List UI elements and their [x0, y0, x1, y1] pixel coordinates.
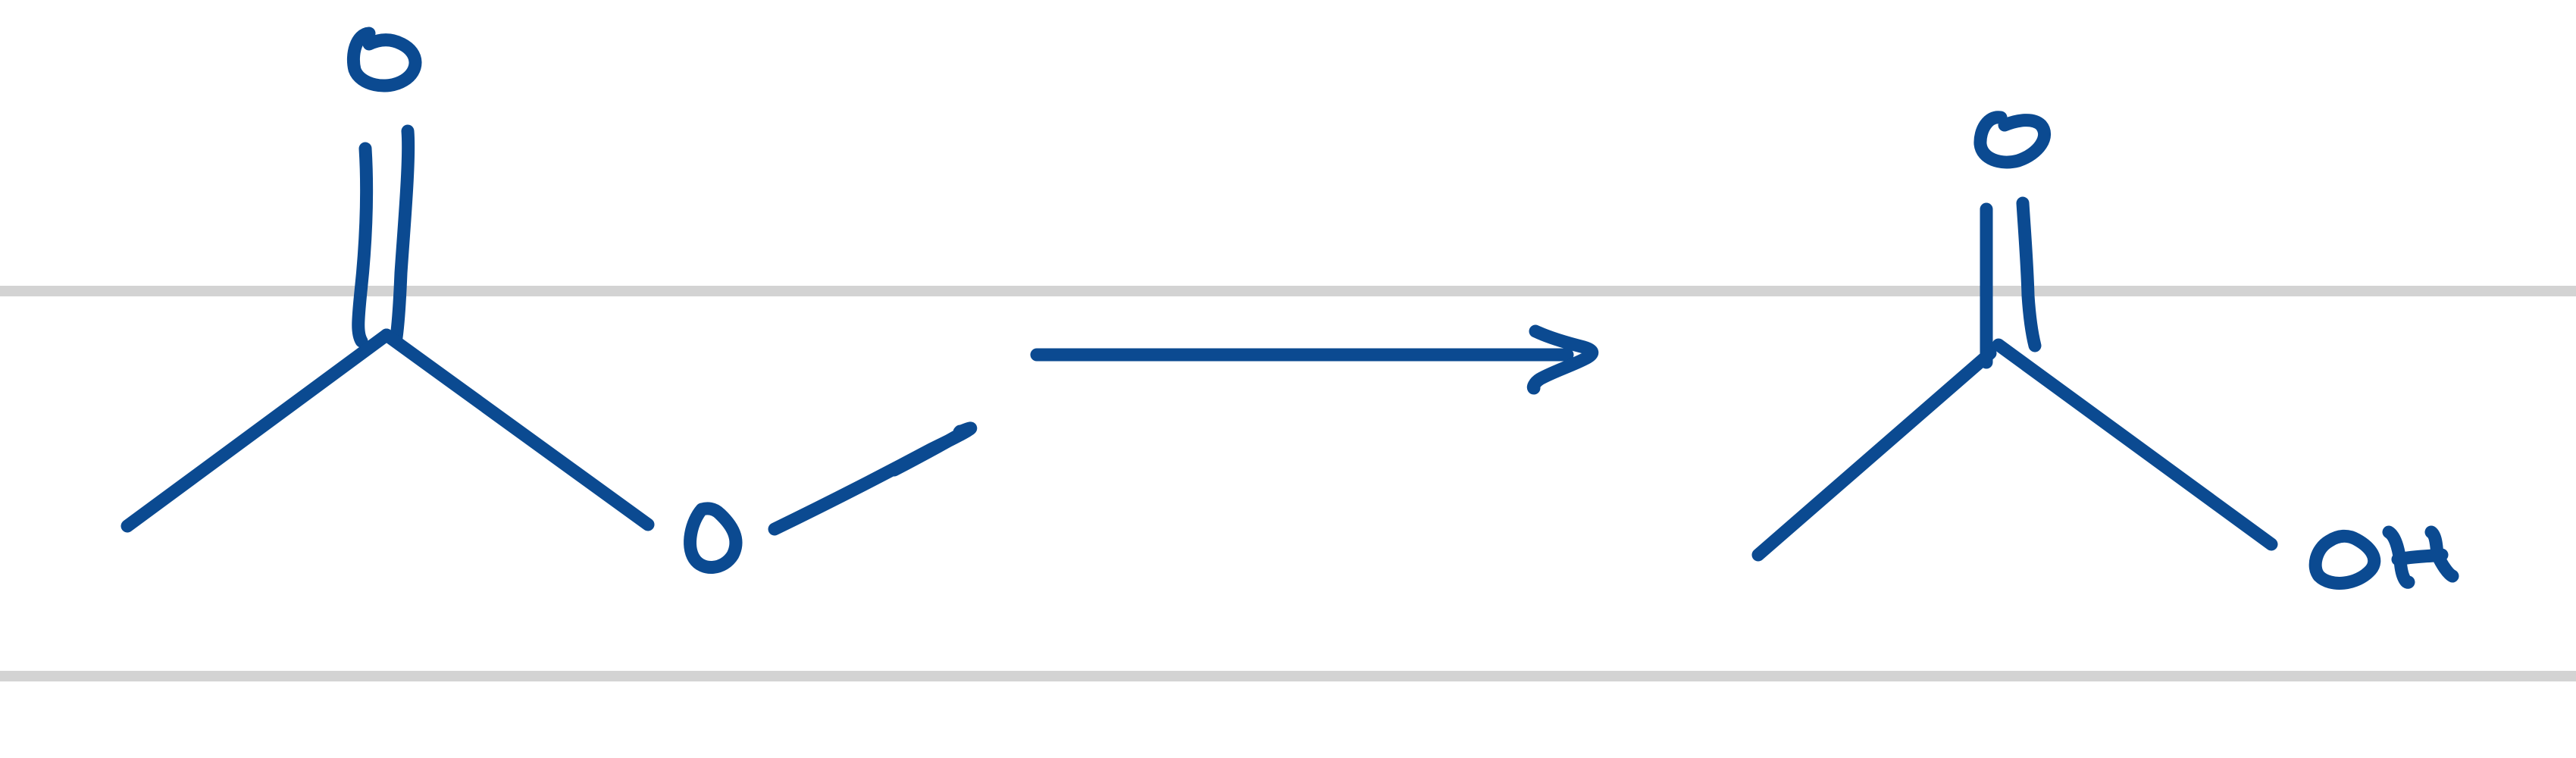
reactant-ester-oxygen-label: O	[684, 502, 743, 574]
product-carbonyl-oxygen-label: O	[1973, 111, 2052, 169]
product-carbonyl-bond-right	[2016, 196, 2042, 352]
reactant-carbonyl-oxygen-label: O	[346, 27, 422, 92]
product-hydroxyl-label: OH	[2308, 525, 2459, 590]
ruled-lines	[0, 286, 2576, 681]
product-hydroxyl-o	[2308, 529, 2381, 590]
product-methyl-bond	[1751, 346, 1997, 562]
product-hydroxyl-h	[2382, 525, 2459, 589]
reactant-carbonyl-bond-left	[352, 142, 374, 348]
reactant-carbonyl-bond-right	[390, 124, 415, 344]
reactant-methyl-bond	[121, 328, 393, 533]
reactant-o-methyl-bond	[768, 421, 978, 536]
product-molecule: O OH	[1751, 111, 2459, 590]
reactant-c-o-bond	[380, 328, 655, 531]
reactant-molecule: O O	[121, 27, 978, 574]
reaction-arrow	[1030, 324, 1599, 395]
product-c-oh-bond	[1992, 338, 2278, 551]
reaction-arrow-head	[1526, 324, 1599, 395]
